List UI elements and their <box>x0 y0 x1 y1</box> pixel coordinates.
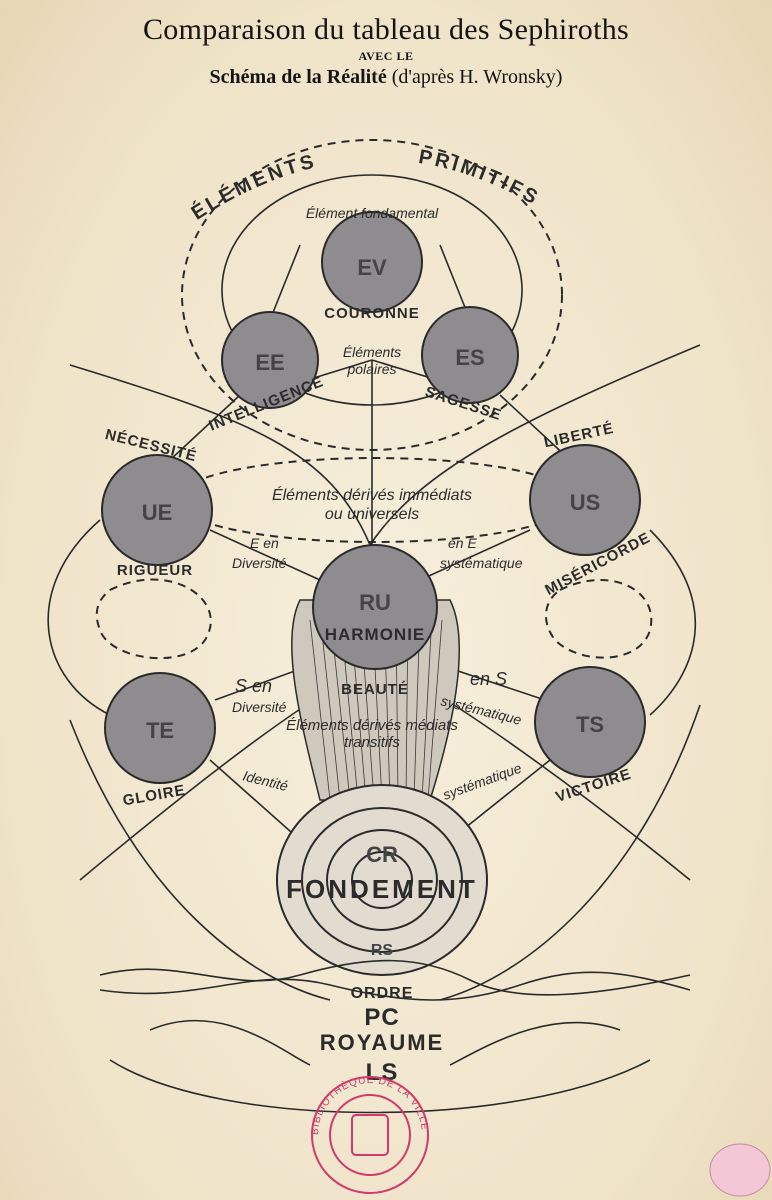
e-en-diversite-1: E en <box>250 535 279 551</box>
systematique-low-label: systématique <box>441 760 524 803</box>
identite-label: Identité <box>241 767 290 794</box>
subtitle-bold: Schéma de la Réalité <box>209 66 387 88</box>
label-pc: PC <box>364 1004 399 1031</box>
e-en-systematique-1: en E <box>448 535 477 551</box>
e-en-diversite-2: Diversité <box>232 555 287 571</box>
label-rigueur: RIGUEUR <box>117 562 193 579</box>
node-ru-code: RU <box>359 590 391 615</box>
page-subtitle: Schéma de la Réalité (d'après H. Wronsky… <box>0 64 772 90</box>
node-cr-code: CR <box>366 842 398 867</box>
elements-polaires-1: Éléments <box>343 344 401 360</box>
node-ts <box>534 666 646 778</box>
stamp-shield-icon <box>351 1114 389 1156</box>
connector-ee-ue <box>169 394 241 461</box>
bottom-u-curve <box>109 1059 651 1114</box>
left-outer-curve <box>69 364 371 546</box>
s-en-systematique-1: en S <box>470 669 507 689</box>
label-royaume: ROYAUME <box>320 1030 444 1055</box>
connector-es-us <box>499 394 571 461</box>
node-ev <box>321 211 423 313</box>
node-ue-code: UE <box>142 500 173 525</box>
label-fondement: FONDEMENT <box>286 874 478 904</box>
label-harmonie: HARMONIE <box>325 625 426 644</box>
header: Comparaison du tableau des Sephiroths AV… <box>0 12 772 90</box>
connector-te-cr <box>209 759 301 841</box>
bottom-right-curve <box>439 704 701 1001</box>
right-dashed-loop <box>545 579 653 659</box>
royaume-curve-left <box>149 1019 311 1066</box>
arc-primitifs-text: PRIMITIFS <box>417 146 541 210</box>
arc-elements-text: ÉLÉMENTS <box>187 150 316 224</box>
node-us-code: US <box>570 490 601 515</box>
arc-primitifs: PRIMITIFS <box>417 146 544 210</box>
node-es-code: ES <box>455 345 484 370</box>
subtitle-rest: (d'après H. Wronsky) <box>391 66 563 88</box>
right-side-arc <box>649 529 697 716</box>
connector-us-ru <box>419 529 531 581</box>
node-ee-code: EE <box>255 350 284 375</box>
node-rs-code: RS <box>371 942 394 959</box>
node-ue <box>101 454 213 566</box>
node-te <box>104 672 216 784</box>
derives-immediats-2: ou universels <box>325 506 419 523</box>
node-ts-code: TS <box>576 712 604 737</box>
wavy-line-1 <box>99 959 691 996</box>
pink-clip <box>709 1143 771 1197</box>
label-couronne: COURONNE <box>324 305 420 322</box>
avec-le-label: AVEC LE <box>358 49 414 63</box>
left-dashed-loop <box>95 578 212 660</box>
fondement-circles <box>276 784 488 976</box>
arc-elements: ÉLÉMENTS <box>187 150 319 224</box>
connector-ev-ee <box>269 244 301 321</box>
label-beaute: BEAUTÉ <box>341 681 409 698</box>
element-fondamental-label: Élément fondamental <box>306 205 439 221</box>
elements-polaires-2: polaires <box>346 361 396 377</box>
right-outer-curve <box>369 344 701 546</box>
node-te-code: TE <box>146 718 174 743</box>
bottom-left-curve <box>69 719 331 1001</box>
derives-mediats-2: transitifs <box>344 734 400 751</box>
derives-immediats-1: Éléments dérivés immédiats <box>272 485 472 504</box>
node-ee <box>221 311 319 409</box>
s-en-diversite-2: Diversité <box>232 699 287 715</box>
node-ev-code: EV <box>357 255 387 280</box>
page-title: Comparaison du tableau des Sephiroths <box>142 13 630 46</box>
label-gloire: GLOIRE <box>121 782 187 810</box>
royaume-curve-right <box>449 1021 621 1066</box>
derives-mediats-1: Éléments dérivés médiats <box>286 717 458 734</box>
e-en-systematique-2: systématique <box>440 555 523 571</box>
left-side-arc <box>47 519 111 716</box>
node-ru <box>312 544 438 670</box>
wavy-line-2 <box>99 971 691 1001</box>
label-ordre: ORDRE <box>351 985 414 1002</box>
connector-ue-ru <box>209 529 321 581</box>
node-es <box>421 306 519 404</box>
s-en-diversite-1: S en <box>235 676 272 696</box>
node-us <box>529 444 641 556</box>
